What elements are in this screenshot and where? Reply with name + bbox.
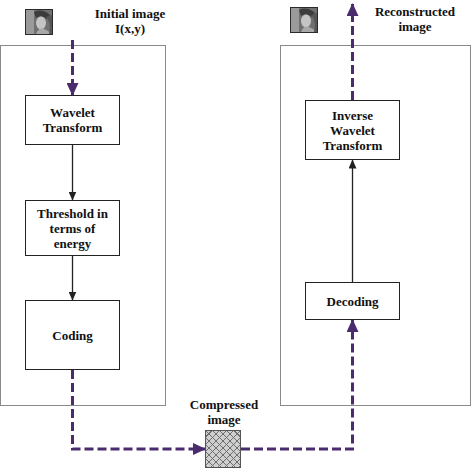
process-box: Decoding bbox=[305, 282, 400, 320]
data-flow-arrow bbox=[71, 40, 74, 95]
process-arrow bbox=[72, 256, 73, 300]
image-thumbnail bbox=[290, 7, 318, 33]
process-box: Threshold in terms of energy bbox=[25, 200, 120, 256]
image-node: Initial image I(x,y) bbox=[20, 6, 170, 40]
node-label: Threshold in terms of energy bbox=[33, 206, 113, 251]
process-box: Coding bbox=[25, 300, 120, 370]
node-label: Coding bbox=[33, 328, 113, 343]
node-label: Compressed image bbox=[182, 397, 266, 427]
node-label: Reconstructed image bbox=[360, 4, 470, 34]
node-label: Wavelet Transform bbox=[33, 105, 113, 135]
data-flow-arrow bbox=[351, 4, 354, 100]
process-arrow bbox=[72, 145, 73, 200]
process-box: Inverse Wavelet Transform bbox=[305, 100, 400, 160]
image-thumbnail bbox=[25, 9, 53, 35]
node-label: Initial image I(x,y) bbox=[90, 6, 170, 36]
compressed-image-block: Compressed image bbox=[205, 430, 241, 468]
data-flow-arrow bbox=[73, 370, 206, 449]
encoder-panel bbox=[1, 46, 166, 406]
node-label: Decoding bbox=[313, 294, 393, 309]
process-arrow bbox=[352, 160, 353, 282]
process-box: Wavelet Transform bbox=[25, 95, 120, 145]
image-node: Reconstructed image bbox=[285, 4, 474, 40]
data-flow-arrow bbox=[241, 320, 353, 449]
node-label: Inverse Wavelet Transform bbox=[313, 108, 393, 153]
decoder-panel bbox=[281, 46, 471, 406]
